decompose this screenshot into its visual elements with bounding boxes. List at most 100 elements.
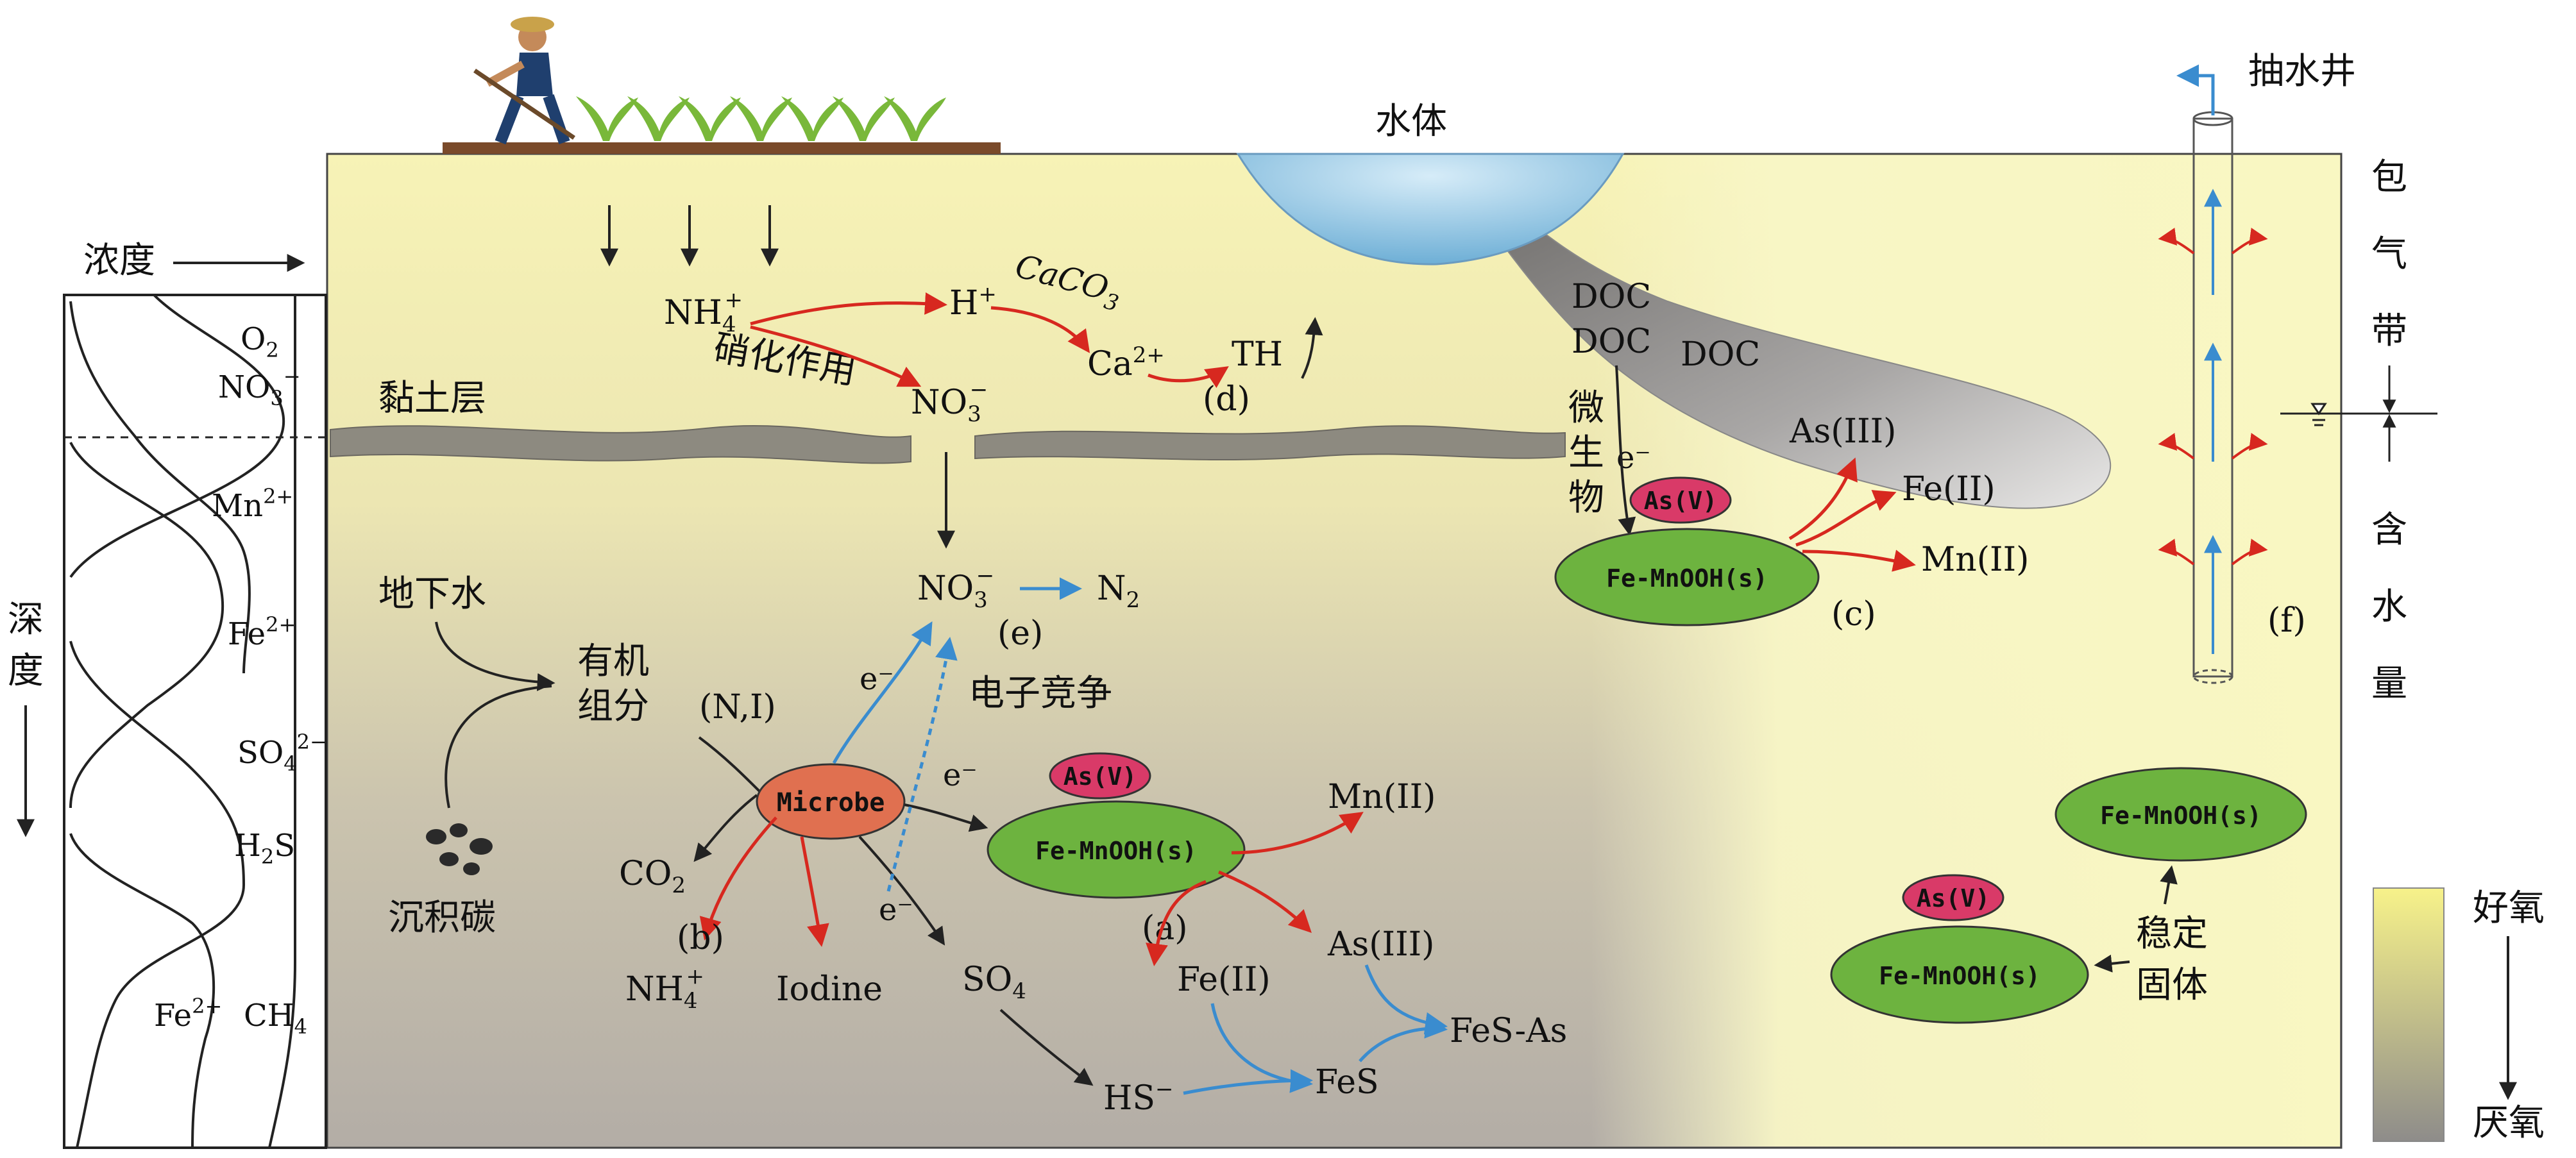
electron-label-2: e⁻ (943, 757, 978, 793)
marker-b: (b) (677, 919, 724, 957)
chem-no3-mid: NO3− (911, 377, 988, 427)
water-content-label-3: 量 (2371, 663, 2407, 705)
legend-anaerobic-label: 厌氧 (2473, 1102, 2545, 1144)
doc-label-1: DOC (1572, 278, 1651, 316)
water-content-label-2: 水 (2371, 586, 2407, 628)
as-v-label-stable: As(V) (1917, 884, 1990, 912)
depth-label-2: 度 (8, 650, 44, 692)
groundwater-arrow (435, 621, 555, 691)
as-v-badge-a (1049, 752, 1151, 800)
chem-th: TH (1232, 335, 1283, 374)
asiii-to-fesas-arrow (1364, 964, 1448, 1035)
fe-mnooh-label-a: Fe-MnOOH(s) (1035, 837, 1197, 865)
vadose-label-1: 包 (2371, 156, 2407, 198)
chem-iodine: Iodine (776, 970, 883, 1009)
species-so4: SO42− (237, 730, 327, 776)
species-o2: O2 (241, 321, 279, 362)
electron-competition-label: 电子竞争 (969, 673, 1112, 714)
marker-e: (e) (997, 614, 1043, 653)
sediment-carbon-label: 沉积碳 (388, 897, 496, 939)
reductive-dissolution-arrows-c (1788, 457, 1916, 572)
species-ch4: CH4 (244, 998, 307, 1039)
species-mn2: Mn2+ (212, 484, 293, 524)
feii-to-fes-arrow (1210, 1003, 1313, 1093)
species-fe2-bottom: Fe2+ (154, 994, 222, 1034)
sediment-carbon-arrow (445, 685, 552, 809)
water-table-symbol (2280, 365, 2437, 462)
vadose-label-3: 带 (2371, 310, 2407, 352)
clay-layer-band (330, 425, 911, 464)
water-body-basin (1236, 153, 1625, 265)
water-body-label: 水体 (1375, 101, 1447, 142)
marker-f: (f) (2267, 601, 2306, 640)
chem-fe-ii-c: Fe(II) (1902, 470, 1996, 508)
chem-h-plus: H+ (949, 281, 997, 323)
chem-n2: N2 (1097, 569, 1140, 613)
stable-solid-label-1: 稳定 (2136, 913, 2208, 955)
chem-hs: HS− (1103, 1077, 1173, 1118)
well-inflow-arrows (2158, 228, 2268, 566)
chem-fe-ii-a: Fe(II) (1177, 961, 1271, 999)
fe-mnooh-oval-stable-bottom (1830, 925, 2089, 1024)
fe-mnooh-label-stable-top: Fe-MnOOH(s) (2100, 801, 2262, 830)
nitrification-arrows (750, 292, 1229, 389)
chem-so4: SO4 (962, 961, 1026, 1004)
species-no3: NO3− (218, 364, 301, 410)
chem-co2: CO2 (619, 855, 686, 898)
species-fe2: Fe2+ (228, 612, 296, 652)
fe-mnooh-oval-c (1554, 528, 1820, 626)
farmer-illustration (443, 17, 1001, 154)
chem-mn-ii-c: Mn(II) (1921, 541, 2029, 579)
marker-a: (a) (1142, 909, 1188, 948)
microbe-cell (756, 763, 906, 840)
legend-aerobic-label: 好氧 (2473, 887, 2545, 929)
as-v-label-c: As(V) (1644, 487, 1717, 515)
species-h2s: H2S (234, 828, 295, 869)
fe-mnooh-oval-stable-top (2055, 767, 2307, 862)
doc-label-2: DOC (1572, 323, 1651, 361)
stable-to-bottom-arrow (2094, 954, 2130, 973)
leaching-arrows (600, 205, 779, 267)
chem-nh4-top: NH4+ (664, 287, 743, 337)
chem-nh4-low: NH4+ (625, 964, 704, 1014)
sediment-carbon-particles (426, 823, 493, 875)
fe-mnooh-label-stable-bottom: Fe-MnOOH(s) (1879, 962, 2040, 990)
microbe-output-arrows-red (699, 816, 829, 947)
microbes-label-2: 生 (1568, 432, 1604, 474)
groundwater-label: 地下水 (378, 573, 486, 615)
as-v-badge-c (1629, 476, 1732, 524)
crop-row (576, 96, 946, 141)
as-v-label-a: As(V) (1063, 762, 1137, 791)
marker-c: (c) (1831, 595, 1876, 634)
clay-layer-band-right (974, 425, 1566, 460)
chem-fes: FeS (1315, 1063, 1379, 1102)
profile-curves (69, 294, 297, 1148)
organic-label-1: 有机 (577, 641, 649, 682)
pumping-well (2176, 64, 2233, 684)
doc-electron-arrow (1615, 365, 1636, 536)
stable-solid-label-2: 固体 (2136, 964, 2208, 1006)
electron-label-3: e⁻ (879, 892, 913, 928)
reductive-dissolution-arrows-a (1146, 812, 1364, 966)
organic-to-microbe-line (698, 736, 765, 796)
chem-as-iii-a: As(III) (1327, 925, 1434, 964)
microbes-label-3: 物 (1568, 477, 1604, 519)
pumping-well-label: 抽水井 (2248, 51, 2356, 92)
chem-no3-low: NO3− (917, 563, 994, 613)
depth-label-1: 深 (8, 599, 44, 641)
redox-legend-bar (2373, 887, 2445, 1142)
fe-mnooh-label-c: Fe-MnOOH(s) (1606, 564, 1768, 592)
chem-ca2: Ca2+ (1087, 342, 1165, 383)
as-v-badge-stable (1902, 874, 2004, 921)
chem-as-iii-c: As(III) (1789, 412, 1896, 451)
doc-plume (1474, 191, 2112, 509)
marker-d: (d) (1203, 380, 1250, 419)
microbe-label: Microbe (777, 788, 885, 818)
chem-mn-ii-a: Mn(II) (1328, 778, 1436, 816)
so4-to-hs-arrow (999, 1009, 1094, 1086)
th-increase-arrow (1301, 317, 1323, 379)
sulfur-to-no3-electron-arrow (886, 637, 958, 892)
concentration-label: 浓度 (83, 240, 155, 281)
organic-label-2: 组分 (577, 685, 649, 727)
